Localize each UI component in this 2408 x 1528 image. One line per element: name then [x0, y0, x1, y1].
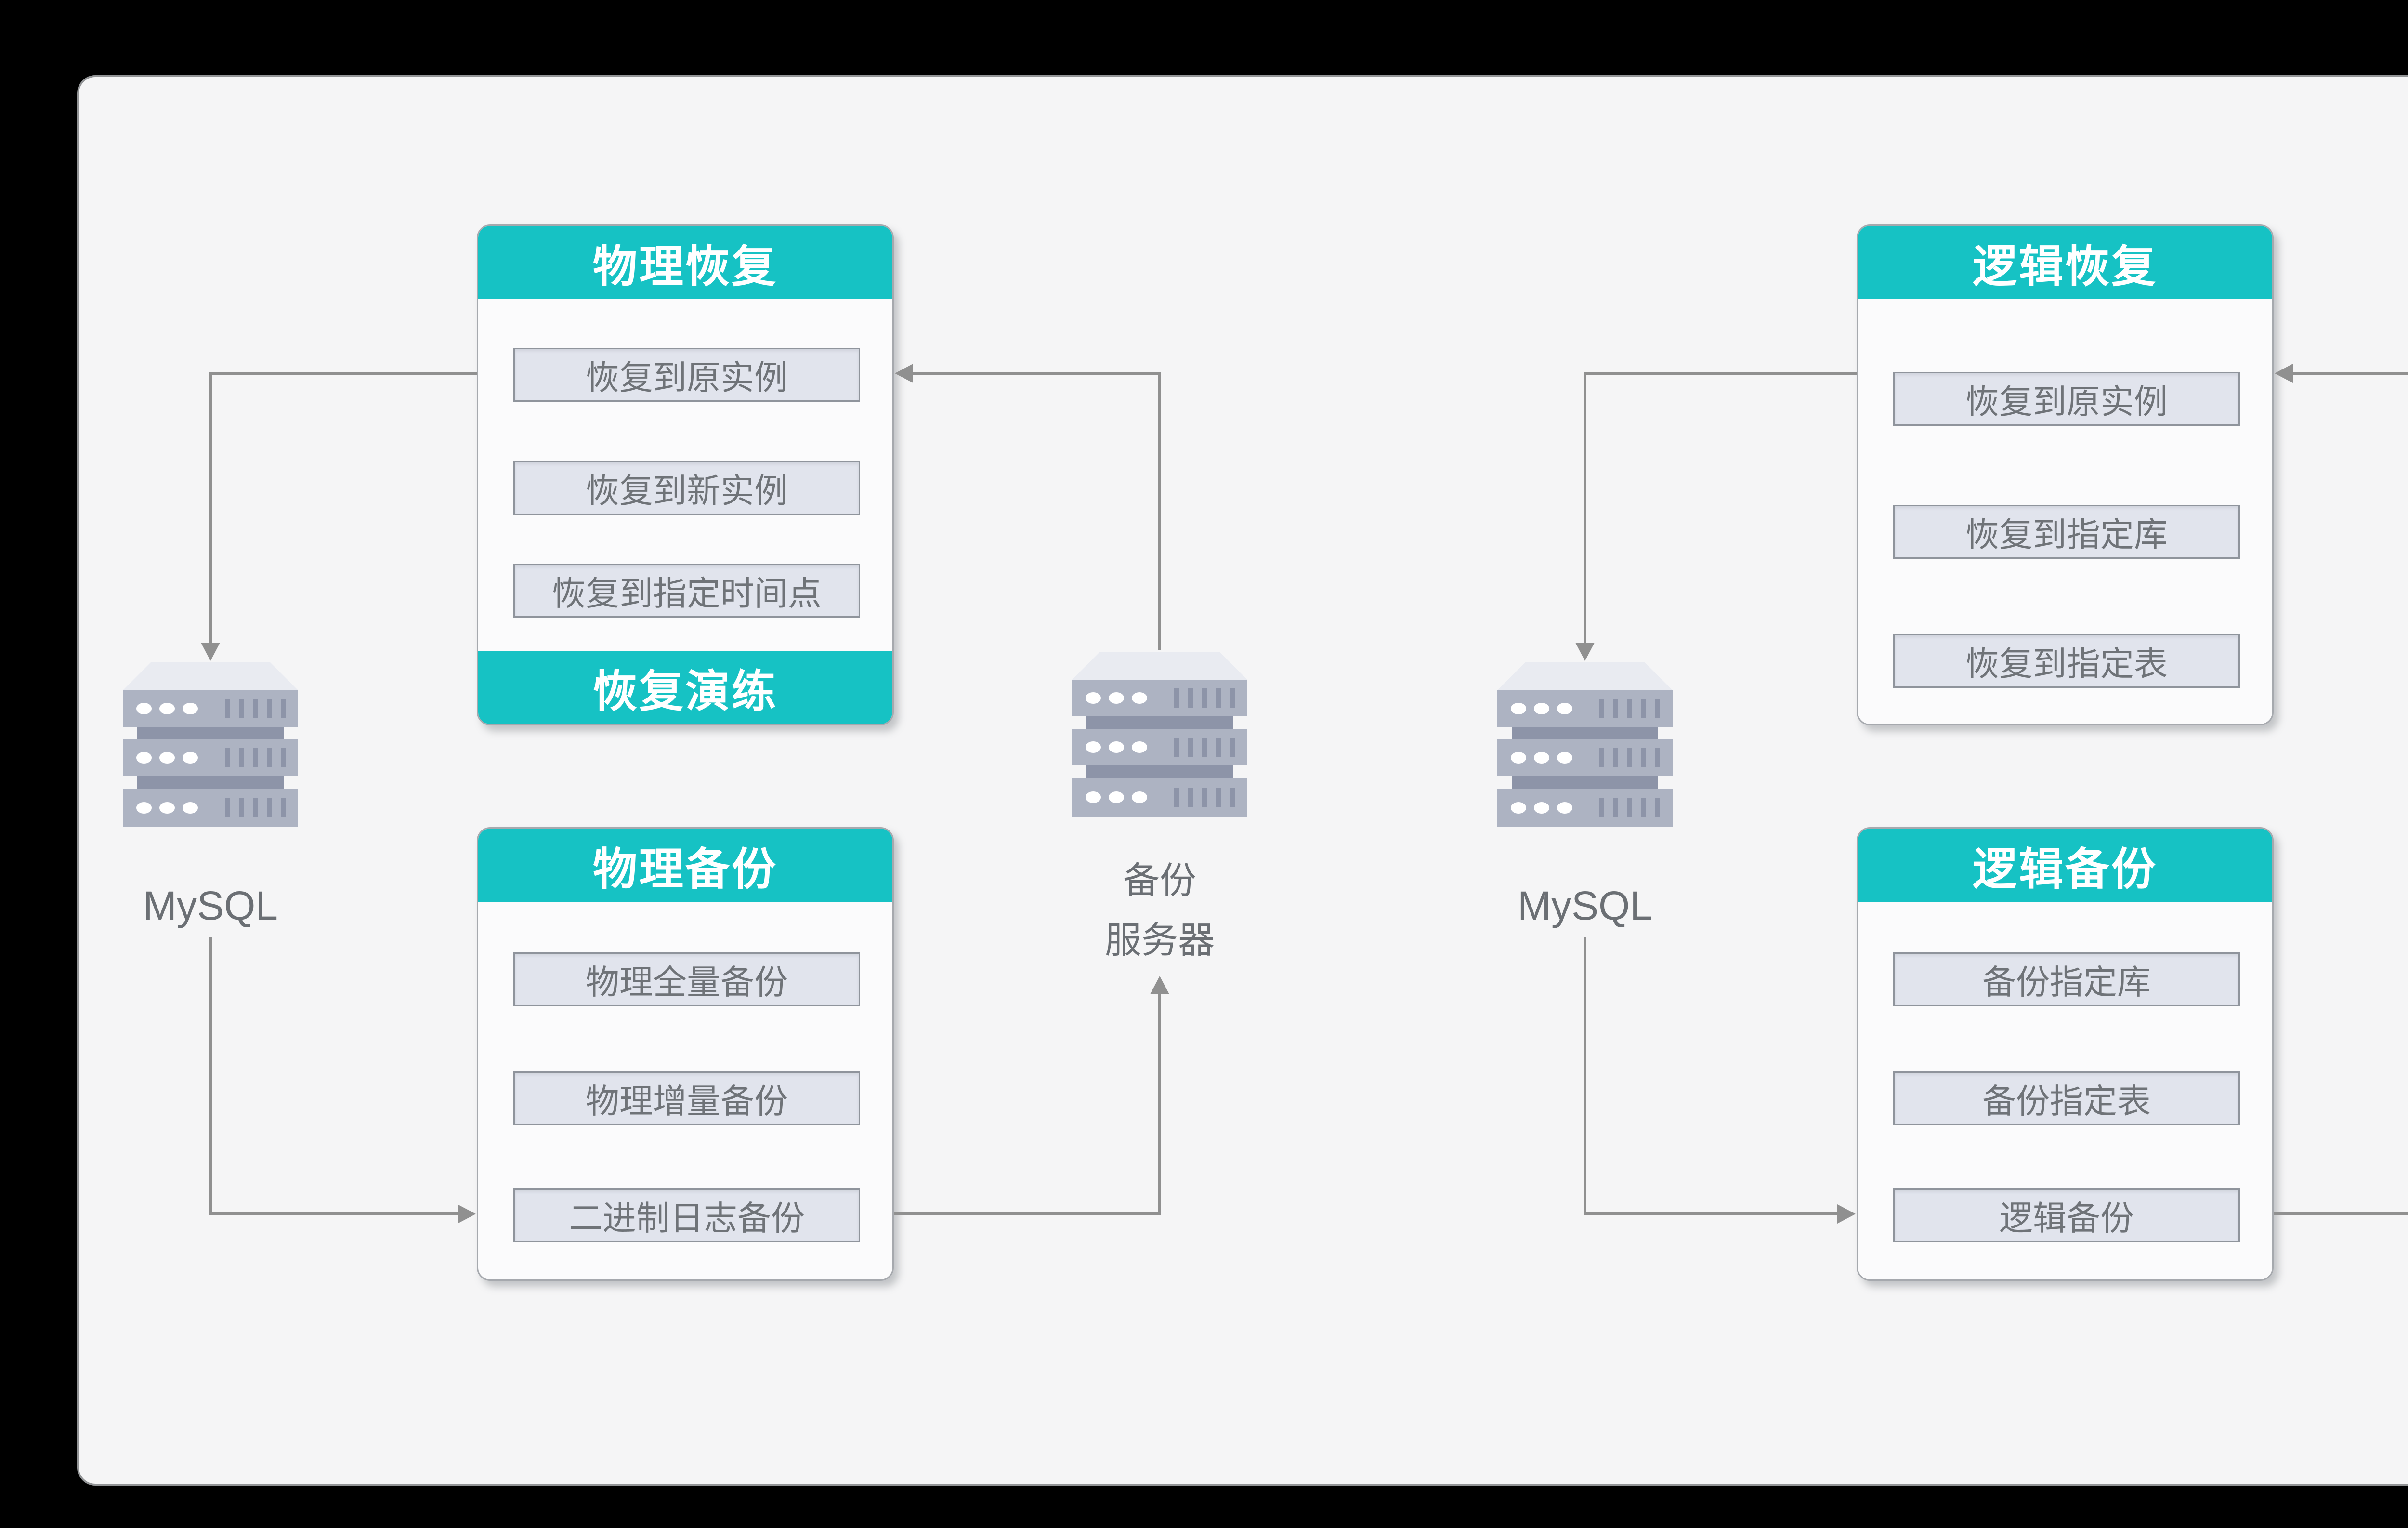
arrow-segment	[1584, 1212, 1837, 1215]
arrow-segment	[209, 937, 212, 1215]
arrowhead-left-icon	[2275, 364, 2293, 383]
physical-backup-title: 物理备份	[478, 829, 892, 902]
logical-recovery-card: 逻辑恢复 恢复到原实例 恢复到指定库 恢复到指定表	[1857, 224, 2274, 725]
mysql-label: MySQL	[1517, 883, 1653, 928]
arrow-segment	[1584, 937, 1586, 1215]
backup-option: 物理全量备份	[513, 952, 860, 1006]
physical-recovery-card: 物理恢复 恢复到原实例 恢复到新实例 恢复到指定时间点 恢复演练	[477, 224, 894, 725]
backup-server-rack-icon	[1072, 652, 1247, 819]
backup-option: 逻辑备份	[1893, 1188, 2240, 1242]
arrow-segment	[2292, 372, 2408, 375]
recovery-option: 恢复到原实例	[1893, 372, 2240, 426]
backup-option: 二进制日志备份	[513, 1188, 860, 1242]
backup-server-label-line2: 服务器	[1105, 920, 1215, 961]
arrowhead-right-icon	[1837, 1204, 1856, 1224]
arrow-segment	[1158, 372, 1161, 650]
backup-option: 备份指定库	[1893, 952, 2240, 1006]
mysql-server-rack-icon	[123, 662, 298, 830]
arrow-segment	[209, 372, 212, 643]
arrow-segment	[210, 372, 477, 375]
arrow-segment	[1584, 372, 1586, 643]
arrowhead-up-icon	[1150, 976, 1169, 994]
recovery-option: 恢复到新实例	[513, 461, 860, 515]
mysql-label: MySQL	[143, 883, 278, 928]
recovery-option: 恢复到原实例	[513, 348, 860, 402]
recovery-option: 恢复到指定表	[1893, 634, 2240, 688]
arrow-segment	[1158, 993, 1161, 1215]
arrowhead-left-icon	[895, 364, 913, 383]
arrow-segment	[894, 1212, 1161, 1215]
mysql-server-rack-icon	[1497, 662, 1673, 830]
recovery-drill-banner: 恢复演练	[478, 651, 892, 724]
arrow-segment	[1585, 372, 1857, 375]
backup-server-label: 备份 服务器	[1054, 851, 1266, 971]
arrowhead-down-icon	[1575, 643, 1595, 661]
arrowhead-down-icon	[201, 643, 220, 661]
arrowhead-right-icon	[458, 1204, 476, 1224]
physical-backup-card: 物理备份 物理全量备份 物理增量备份 二进制日志备份	[477, 827, 894, 1281]
logical-recovery-title: 逻辑恢复	[1858, 226, 2272, 299]
backup-option: 备份指定表	[1893, 1071, 2240, 1125]
backup-server-label-line1: 备份	[1123, 860, 1196, 901]
backup-option: 物理增量备份	[513, 1071, 860, 1125]
arrow-segment	[2274, 1212, 2408, 1215]
arrow-segment	[209, 1212, 458, 1215]
logical-backup-title: 逻辑备份	[1858, 829, 2272, 902]
physical-recovery-title: 物理恢复	[478, 226, 892, 299]
recovery-option: 恢复到指定时间点	[513, 564, 860, 618]
logical-backup-card: 逻辑备份 备份指定库 备份指定表 逻辑备份	[1857, 827, 2274, 1281]
arrow-segment	[912, 372, 1160, 375]
recovery-option: 恢复到指定库	[1893, 505, 2240, 559]
